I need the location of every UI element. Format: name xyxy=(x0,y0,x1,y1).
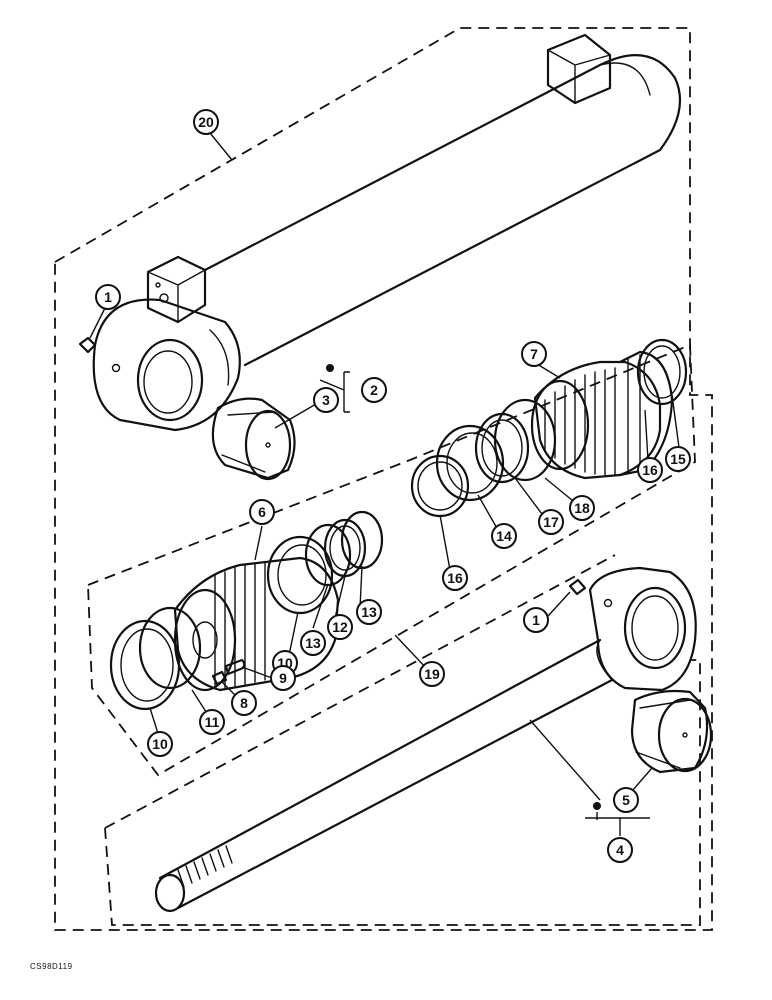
callout-16-gland: 16 xyxy=(637,457,663,483)
barrel-bushing xyxy=(211,397,296,481)
callout-5: 5 xyxy=(613,787,639,813)
gland-assembly xyxy=(410,338,688,518)
callout-20-label: 20 xyxy=(198,114,214,130)
callout-13-left-label: 13 xyxy=(305,635,321,651)
callout-18: 18 xyxy=(569,495,595,521)
callout-7-label: 7 xyxy=(530,346,538,362)
callout-16-lower-label: 16 xyxy=(447,570,463,586)
callout-14: 14 xyxy=(491,523,517,549)
rod-grease-dot-marker xyxy=(593,802,601,810)
callout-16-gland-label: 16 xyxy=(642,462,658,478)
callout-1-barrel-label: 1 xyxy=(104,289,112,305)
callout-19-label: 19 xyxy=(424,666,440,682)
callout-15-label: 15 xyxy=(670,451,686,467)
callout-6: 6 xyxy=(249,499,275,525)
callout-1-barrel: 1 xyxy=(95,284,121,310)
callout-1-rod: 1 xyxy=(523,607,549,633)
callout-2-label: 2 xyxy=(370,382,378,398)
callout-10-left-label: 10 xyxy=(152,736,168,752)
callout-8: 8 xyxy=(231,690,257,716)
leader-lines xyxy=(89,132,681,836)
callout-7: 7 xyxy=(521,341,547,367)
callout-4: 4 xyxy=(607,837,633,863)
callout-8-label: 8 xyxy=(240,695,248,711)
callout-12-label: 12 xyxy=(332,619,348,635)
callout-13-left: 13 xyxy=(300,630,326,656)
callout-13-right: 13 xyxy=(356,599,382,625)
callout-20: 20 xyxy=(193,109,219,135)
rod-assembly-boundary-outline xyxy=(104,554,701,926)
callout-15: 15 xyxy=(665,446,691,472)
callout-17-label: 17 xyxy=(543,514,559,530)
callout-3-label: 3 xyxy=(322,392,330,408)
callout-18-label: 18 xyxy=(574,500,590,516)
drawing-code: CS98D119 xyxy=(30,962,73,971)
rod-bushing xyxy=(630,689,713,774)
callout-14-label: 14 xyxy=(496,528,512,544)
callout-10-left: 10 xyxy=(147,731,173,757)
callout-6-label: 6 xyxy=(258,504,266,520)
callout-11: 11 xyxy=(199,709,225,735)
callout-11-label: 11 xyxy=(205,714,220,730)
callout-16-lower: 16 xyxy=(442,565,468,591)
callout-2: 2 xyxy=(361,377,387,403)
rod-assembly xyxy=(154,566,697,913)
callout-17: 17 xyxy=(538,509,564,535)
callout-4-label: 4 xyxy=(616,842,624,858)
callout-13-right-label: 13 xyxy=(361,604,377,620)
seal-kit-boundary-outline xyxy=(87,343,696,777)
callout-5-label: 5 xyxy=(622,792,630,808)
assembly-boundary-outline xyxy=(54,27,713,931)
callout-9: 9 xyxy=(270,665,296,691)
grease-dot-marker xyxy=(326,364,334,372)
barrel-assembly xyxy=(78,33,682,432)
callout-9-label: 9 xyxy=(279,670,287,686)
callout-19: 19 xyxy=(419,661,445,687)
callout-1-rod-label: 1 xyxy=(532,612,540,628)
callout-12: 12 xyxy=(327,614,353,640)
piston-assembly xyxy=(109,510,384,711)
callout-3: 3 xyxy=(313,387,339,413)
